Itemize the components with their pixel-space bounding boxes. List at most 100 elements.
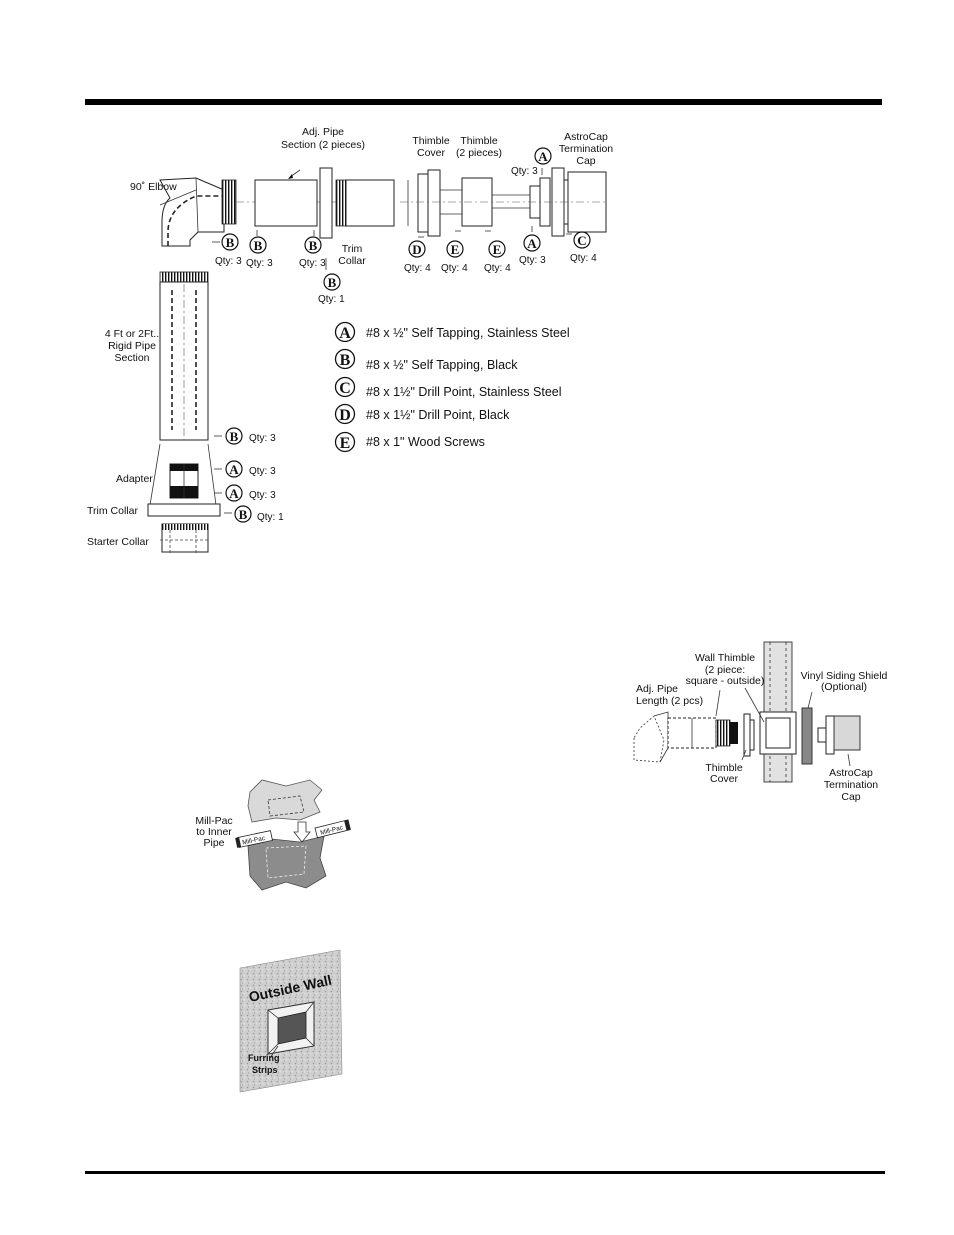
svg-text:E: E	[451, 242, 460, 257]
svg-text:A: A	[527, 236, 537, 251]
svg-text:E: E	[340, 435, 351, 452]
svg-text:D: D	[339, 407, 351, 424]
callout-a-adapter-1: A Qty: 3	[214, 460, 276, 478]
svg-text:A: A	[538, 149, 548, 164]
wall-astrocap-label-3: Cap	[841, 791, 860, 803]
svg-text:#8 x 1" Wood Screws: #8 x 1" Wood Screws	[366, 435, 485, 449]
horizontal-assembly	[159, 167, 607, 247]
svg-text:B: B	[309, 238, 318, 253]
starter-collar-label: Starter Collar	[87, 536, 149, 548]
qty-label: Qty: 3	[519, 255, 546, 266]
wall-thimble-label-1: Wall Thimble	[695, 652, 755, 664]
svg-text:D: D	[412, 242, 421, 257]
wall-thimble-cover-label-2: Cover	[710, 773, 739, 785]
millpac-tube-right: Mill-Pac	[314, 819, 351, 839]
astrocap-label-2: Termination	[559, 143, 613, 155]
callout-a-bottom: A Qty: 3	[519, 226, 546, 266]
adj-pipe-label-1: Adj. Pipe	[302, 126, 344, 138]
qty-label: Qty: 1	[257, 512, 284, 523]
adj-pipe-label-2: Section (2 pieces)	[281, 139, 365, 151]
qty-label: Qty: 4	[484, 263, 511, 274]
svg-text:C: C	[577, 233, 586, 248]
legend-item-a: A #8 x ½" Self Tapping, Stainless Steel	[334, 321, 570, 343]
millpac-label-2: to Inner	[196, 826, 232, 838]
millpac-diagram: Mill-Pac Mill-Pac	[235, 779, 351, 891]
rigid-pipe-label-2: Rigid Pipe	[108, 340, 156, 352]
callout-a-adapter-2: A Qty: 3	[214, 484, 276, 502]
qty-label: Qty: 1	[318, 294, 345, 305]
qty-label: Qty: 4	[441, 263, 468, 274]
trim-collar-top-label-2: Collar	[338, 255, 366, 267]
svg-text:B: B	[254, 238, 263, 253]
trim-collar-label: Trim Collar	[87, 505, 138, 517]
trim-collar-top-label-1: Trim	[342, 243, 363, 255]
thimble-label-2: (2 pieces)	[456, 147, 502, 159]
wall-thimble-label-2: (2 piece:	[705, 664, 745, 676]
svg-text:B: B	[328, 275, 337, 290]
callout-b-adj: B Qty: 3	[246, 230, 273, 269]
top-rule	[85, 99, 882, 105]
wall-astrocap-label-1: AstroCap	[829, 767, 873, 779]
svg-text:#8 x 1½" Drill Point, Stainles: #8 x 1½" Drill Point, Stainless Steel	[366, 385, 562, 399]
svg-text:B: B	[226, 235, 235, 250]
qty-label: Qty: 3	[215, 256, 242, 267]
callout-e-1: E Qty: 4	[441, 230, 468, 274]
furring-label-1: Furring	[248, 1053, 280, 1063]
svg-text:E: E	[493, 242, 502, 257]
millpac-tube-left: Mill-Pac	[235, 830, 273, 848]
wall-astrocap-label-2: Termination	[824, 779, 878, 791]
thimble-cover-label-2: Cover	[417, 147, 446, 159]
svg-text:A: A	[339, 325, 351, 342]
qty-label: Qty: 4	[404, 263, 431, 274]
svg-text:#8 x ½" Self Tapping, Black: #8 x ½" Self Tapping, Black	[366, 358, 518, 372]
adapter-label: Adapter	[116, 473, 153, 485]
rigid-pipe-label-3: Section	[114, 352, 149, 364]
elbow-90	[159, 177, 395, 247]
outside-wall-diagram: Outside Wall Furring Strips	[239, 949, 343, 1093]
svg-text:A: A	[229, 486, 239, 501]
qty-label: Qty: 3	[249, 433, 276, 444]
callout-c: C Qty: 4	[566, 231, 597, 264]
astrocap-label-1: AstroCap	[564, 131, 608, 143]
svg-text:#8 x 1½" Drill Point, Black: #8 x 1½" Drill Point, Black	[366, 408, 510, 422]
adj-pipe-section	[254, 167, 395, 239]
vinyl-shield-label-2: (Optional)	[821, 681, 867, 693]
astrocap-label-3: Cap	[576, 155, 595, 167]
svg-text:#8 x ½" Self Tapping, Stainles: #8 x ½" Self Tapping, Stainless Steel	[366, 326, 570, 340]
millpac-label-1: Mill-Pac	[195, 815, 232, 827]
callout-d: D Qty: 4	[404, 236, 431, 274]
wall-thimble-diagram	[633, 641, 861, 783]
legend-item-c: C #8 x 1½" Drill Point, Stainless Steel	[334, 376, 562, 399]
callout-a-top: A Qty: 3	[511, 147, 552, 177]
legend-item-b: B #8 x ½" Self Tapping, Black	[334, 348, 518, 372]
wall-thimble-label-3: square - outside)	[686, 675, 765, 687]
qty-label: Qty: 3	[511, 166, 538, 177]
thimble-assembly	[400, 167, 607, 237]
svg-text:B: B	[230, 429, 239, 444]
adj-pipe-length-label-2: Length (2 pcs)	[636, 695, 703, 707]
callout-e-2: E Qty: 4	[484, 230, 511, 274]
svg-text:A: A	[229, 462, 239, 477]
qty-label: Qty: 3	[249, 466, 276, 477]
screw-legend: A #8 x ½" Self Tapping, Stainless Steel …	[334, 321, 570, 453]
elbow-label: 90˚ Elbow	[130, 181, 177, 193]
rigid-pipe-label-1: 4 Ft or 2Ft..	[105, 328, 159, 340]
qty-label: Qty: 3	[246, 258, 273, 269]
svg-text:B: B	[239, 507, 248, 522]
svg-text:C: C	[339, 380, 351, 397]
legend-item-d: D #8 x 1½" Drill Point, Black	[334, 403, 510, 425]
qty-label: Qty: 4	[570, 253, 597, 264]
thimble-cover-label-1: Thimble	[412, 135, 450, 147]
vertical-assembly	[147, 271, 221, 555]
callout-b-trim: B Qty: 1	[318, 258, 345, 305]
svg-text:Mill-Pac: Mill-Pac	[242, 835, 267, 847]
callout-b-rigid: B Qty: 3	[214, 427, 276, 445]
legend-item-e: E #8 x 1" Wood Screws	[334, 431, 485, 453]
bottom-rule	[85, 1171, 885, 1174]
svg-text:B: B	[340, 352, 351, 369]
furring-label-2: Strips	[252, 1065, 278, 1075]
callout-b-elbow: B Qty: 3	[212, 233, 242, 267]
thimble-label-1: Thimble	[460, 135, 498, 147]
adj-pipe-length-label-1: Adj. Pipe	[636, 683, 678, 695]
qty-label: Qty: 3	[299, 258, 326, 269]
